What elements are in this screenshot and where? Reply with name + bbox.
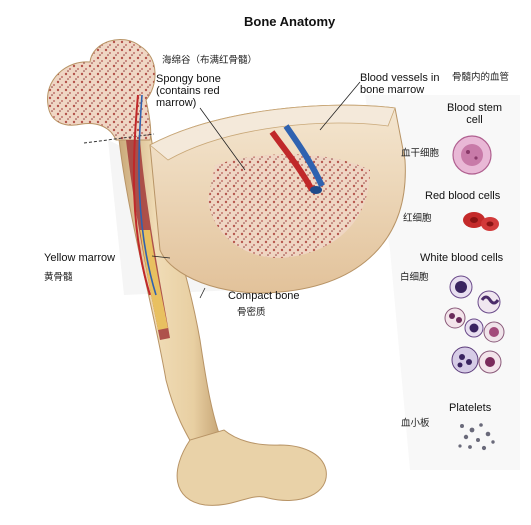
section-artery: [269, 130, 315, 192]
bone-cross-section: [149, 104, 406, 294]
vessel-end: [310, 186, 322, 194]
compact-bone-label-zh: 骨密质: [237, 307, 266, 318]
white-blood-cells-icon: [444, 275, 505, 374]
vein-along-bone: [138, 94, 157, 296]
platelets-label: Platelets: [449, 402, 492, 414]
section-marrow: [208, 154, 370, 258]
red-blood-cells-label: Red blood cells: [425, 190, 501, 202]
spongy-bone-label: Spongy bone (contains red marrow): [156, 73, 221, 109]
section-vein: [283, 124, 325, 188]
white-blood-cells-label: White blood cells: [420, 252, 504, 264]
section-cut-line: [83, 133, 155, 144]
blood-vessels-label-zh: 骨髓内的血管: [452, 72, 510, 83]
leader-vessels: [319, 81, 361, 131]
section-top-surface: [149, 104, 396, 161]
artery-along-bone: [132, 94, 151, 296]
bone-proximal-head: [47, 38, 156, 141]
spongy-bone-label-zh: 海绵谷（布满红骨髓）: [162, 55, 258, 66]
leader-compact: [199, 287, 206, 299]
compact-bone-label: Compact bone: [228, 290, 300, 302]
platelets-icon: [458, 423, 495, 451]
yellow-marrow-label-zh: 黄骨髓: [44, 272, 73, 283]
bone-distal-end: [176, 429, 327, 506]
white-blood-cells-label-zh: 白细胞: [400, 272, 429, 283]
femur-bone: [47, 38, 327, 506]
blood-stem-cell-icon: [452, 135, 492, 175]
platelets-label-zh: 血小板: [401, 418, 430, 429]
red-blood-cells-icon: [463, 212, 499, 231]
blood-vessels-label: Blood vessels in bone marrow: [360, 72, 440, 96]
diagram-title: Bone Anatomy: [244, 14, 336, 29]
blood-stem-cell-label: Blood stem cell: [447, 102, 503, 126]
leader-spongy: [199, 107, 246, 171]
blood-stem-cell-label-zh: 血干细胞: [401, 148, 440, 159]
yellow-marrow-label: Yellow marrow: [44, 252, 116, 264]
leader-yellow: [151, 255, 171, 259]
red-blood-cells-label-zh: 红细胞: [403, 213, 432, 224]
